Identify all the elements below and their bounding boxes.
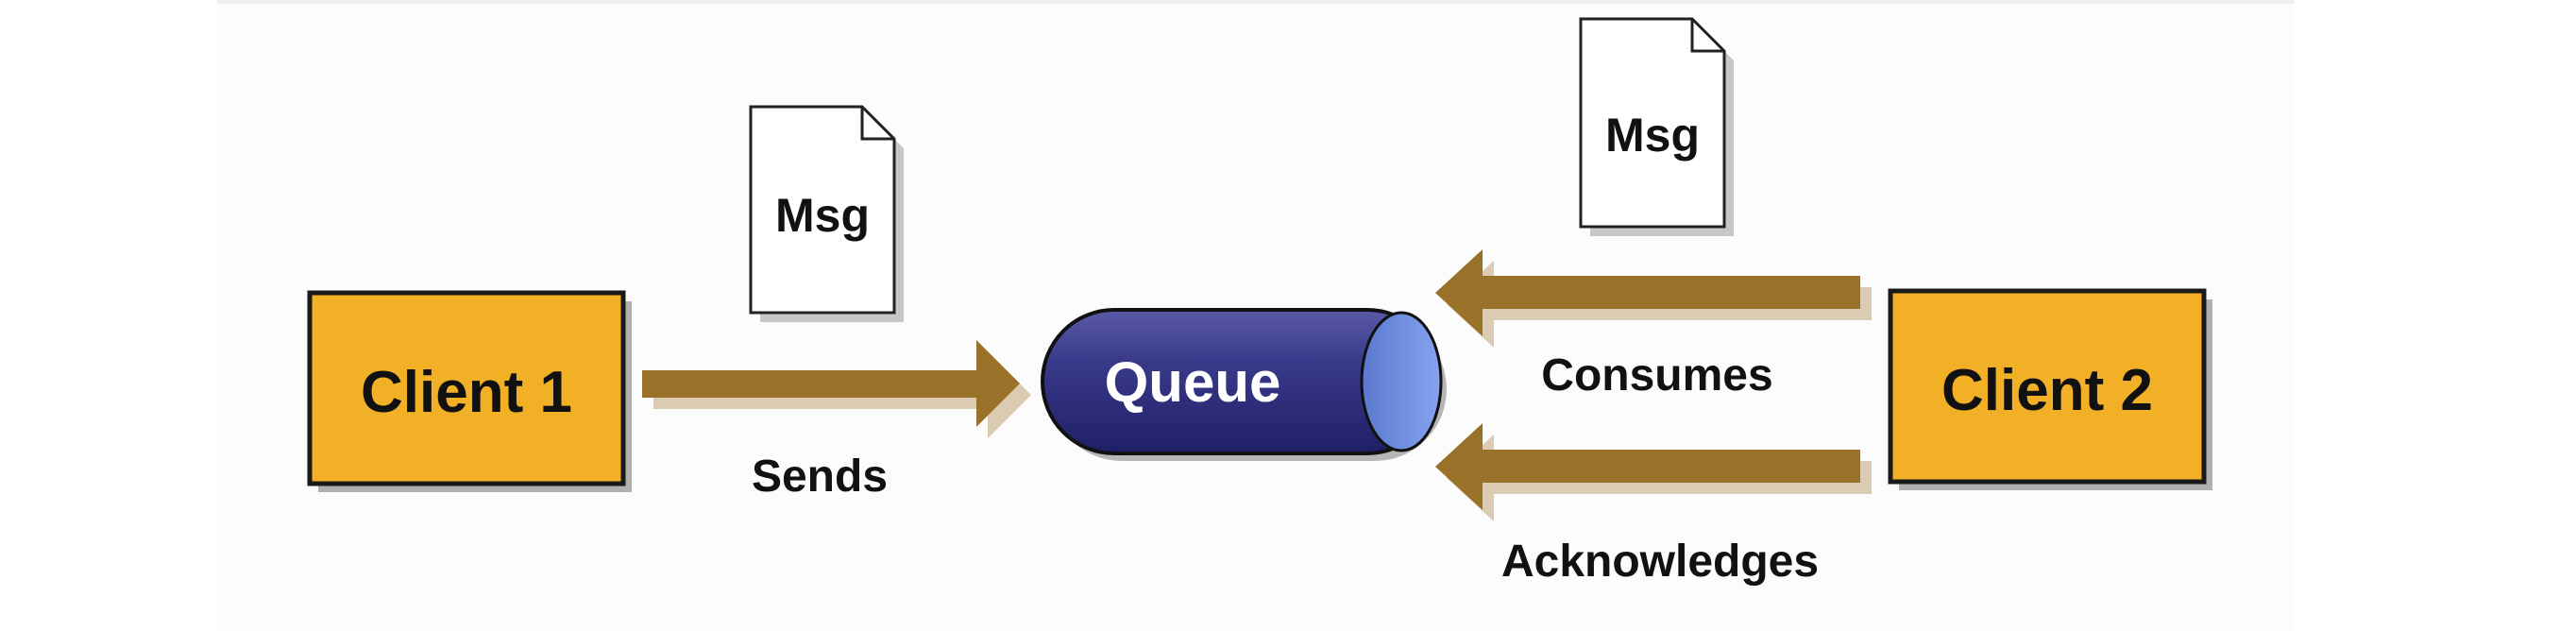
sent-message-paper [749, 105, 896, 315]
acknowledges-arrow [1435, 423, 1872, 521]
sent-message-fold [860, 107, 894, 141]
sent-message-document: Msg [749, 105, 904, 322]
sent-message-label: Msg [775, 189, 870, 242]
client-2-box [1888, 288, 2207, 485]
queue-end-cap [1360, 311, 1443, 452]
consumed-message-paper [1579, 17, 1726, 229]
client-2-node: Client 2 [1888, 288, 2212, 490]
client-1-box [307, 290, 626, 486]
sends-arrow [642, 340, 1031, 438]
consumes-label: Consumes [1541, 350, 1772, 401]
consumes-arrow [1435, 249, 1872, 348]
consumed-message-fold [1690, 19, 1724, 53]
client-1-node: Client 1 [307, 290, 632, 492]
consumes-arrow-shape [1435, 249, 1860, 336]
queue-label: Queue [1105, 350, 1281, 414]
sends-arrow-shape [642, 340, 1020, 427]
sends-label: Sends [752, 452, 888, 502]
panel-top-edge [217, 0, 2295, 4]
client-2-label: Client 2 [1941, 358, 2153, 423]
consumed-message-document: Msg [1579, 17, 1734, 236]
acknowledges-label: Acknowledges [1501, 537, 1819, 587]
client-1-label: Client 1 [361, 360, 572, 425]
acknowledges-arrow-shape [1435, 423, 1860, 510]
consumed-message-label: Msg [1605, 109, 1700, 162]
queue-node: Queue [1041, 308, 1447, 461]
